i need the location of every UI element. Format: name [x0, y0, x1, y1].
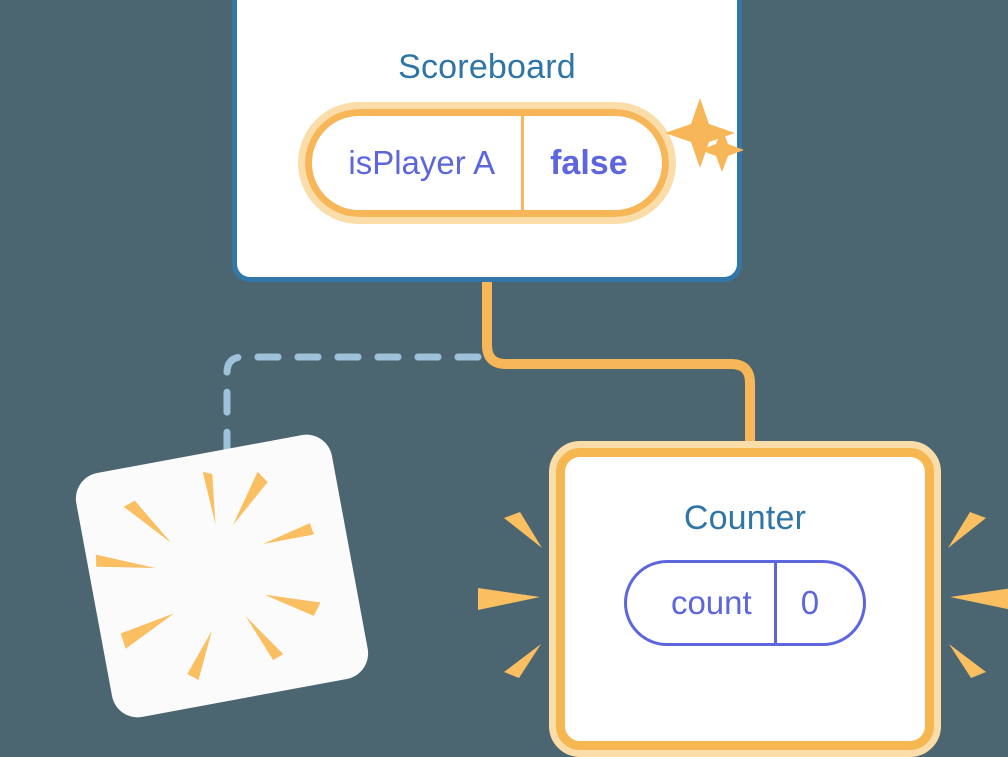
burst-ray-se [264, 594, 321, 616]
burst-ray-n [202, 471, 216, 525]
counter-ray-right-top [948, 512, 986, 548]
counter-ray-left-mid [478, 588, 540, 610]
counter-card[interactable]: Counter count 0 [556, 448, 934, 750]
scoreboard-state-key: isPlayer A [348, 144, 496, 181]
burst-ray-w2 [120, 613, 175, 649]
dashed-connector-to-burst-card [223, 353, 482, 482]
counter-state-pill[interactable]: count 0 [623, 560, 867, 646]
counter-state-value: 0 [773, 563, 863, 643]
scoreboard-state-pill[interactable]: isPlayer A false [298, 102, 676, 224]
counter-state-key: count [670, 584, 752, 621]
sparkle-large-icon [665, 98, 735, 168]
burst-ray-e [262, 523, 314, 545]
scoreboard-card[interactable]: Scoreboard isPlayer A false [232, 0, 742, 282]
scoreboard-pill-wrap: isPlayer A false [237, 102, 737, 224]
counter-ray-left-bottom [504, 644, 541, 678]
burst-ray-sw [187, 630, 212, 681]
solid-connector-to-counter [482, 282, 755, 460]
burst-ray-ne [232, 471, 268, 526]
burst-ray-s [245, 616, 284, 661]
burst-card[interactable] [71, 430, 373, 722]
sparkle-small-icon [700, 128, 744, 172]
scoreboard-state-value: false [521, 116, 662, 210]
scoreboard-card-title: Scoreboard [398, 48, 576, 86]
counter-ray-left-top [504, 512, 542, 548]
counter-pill-wrap: count 0 [565, 560, 925, 646]
counter-card-title: Counter [683, 499, 807, 537]
burst-rays-group [95, 471, 321, 681]
burst-ray-nw [123, 500, 172, 543]
counter-ray-right-mid [950, 588, 1008, 610]
counter-ray-right-bottom [949, 644, 986, 678]
